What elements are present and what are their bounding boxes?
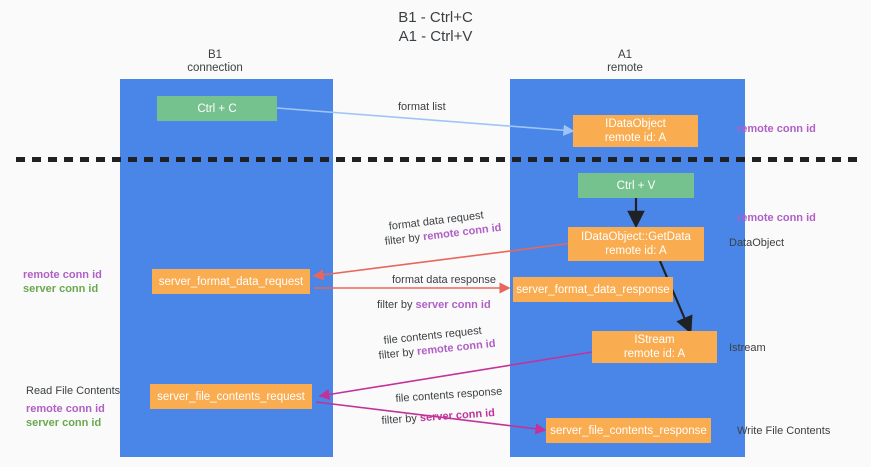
box-idataobject-getdata[interactable]: IDataObject::GetData remote id: A [568, 227, 704, 261]
annotation-left-remote-conn-id: remote conn id [23, 269, 102, 281]
annotation-remote-conn-id-top: remote conn id [737, 123, 816, 135]
annotation-left-server-conn-id-2: server conn id [26, 417, 102, 429]
label-format-data-response: format data response [392, 274, 496, 286]
box-server-file-contents-response[interactable]: server_file_contents_response [546, 418, 711, 443]
annotation-remote-conn-id-mid: remote conn id [737, 212, 816, 224]
annotation-dataobject: DataObject [729, 237, 785, 249]
filter-key-server-conn-id: server conn id [415, 299, 491, 311]
label-format-list: format list [398, 101, 446, 113]
box-server-format-data-response[interactable]: server_format_data_response [513, 277, 673, 302]
box-ctrl-c[interactable]: Ctrl + C [157, 96, 277, 121]
column-header-b1: B1 connection [187, 49, 243, 74]
label-format-data-response-filter: filter by server conn id [377, 298, 491, 312]
label-file-contents-response-filter: filter by server conn id [381, 406, 495, 428]
box-ole-get-clipboard-dataobject[interactable]: IDataObject remote id: A [573, 115, 698, 147]
section-divider [16, 157, 860, 162]
annotation-left-server-conn-id: server conn id [23, 283, 99, 295]
filter-key-server-conn-id: server conn id [419, 407, 496, 425]
filter-prefix: filter by [381, 412, 421, 427]
page-title: B1 - Ctrl+C A1 - Ctrl+V [398, 9, 473, 45]
filter-prefix: filter by [377, 299, 416, 311]
box-ctrl-v[interactable]: Ctrl + V [578, 173, 694, 198]
annotation-left-remote-conn-id-2: remote conn id [26, 403, 105, 415]
column-header-a1: A1 remote [607, 49, 643, 74]
box-istream[interactable]: IStream remote id: A [592, 331, 717, 363]
box-server-file-contents-request[interactable]: server_file_contents_request [150, 384, 312, 409]
annotation-istream: Istream [729, 342, 766, 354]
box-server-format-data-request[interactable]: server_format_data_request [152, 269, 310, 294]
annotation-write-file-contents: Write File Contents [737, 425, 831, 437]
filter-prefix: filter by [378, 345, 418, 362]
label-file-contents-response: file contents response [395, 385, 503, 405]
filter-prefix: filter by [384, 231, 424, 248]
annotation-read-file-contents: Read File Contents [26, 385, 121, 397]
